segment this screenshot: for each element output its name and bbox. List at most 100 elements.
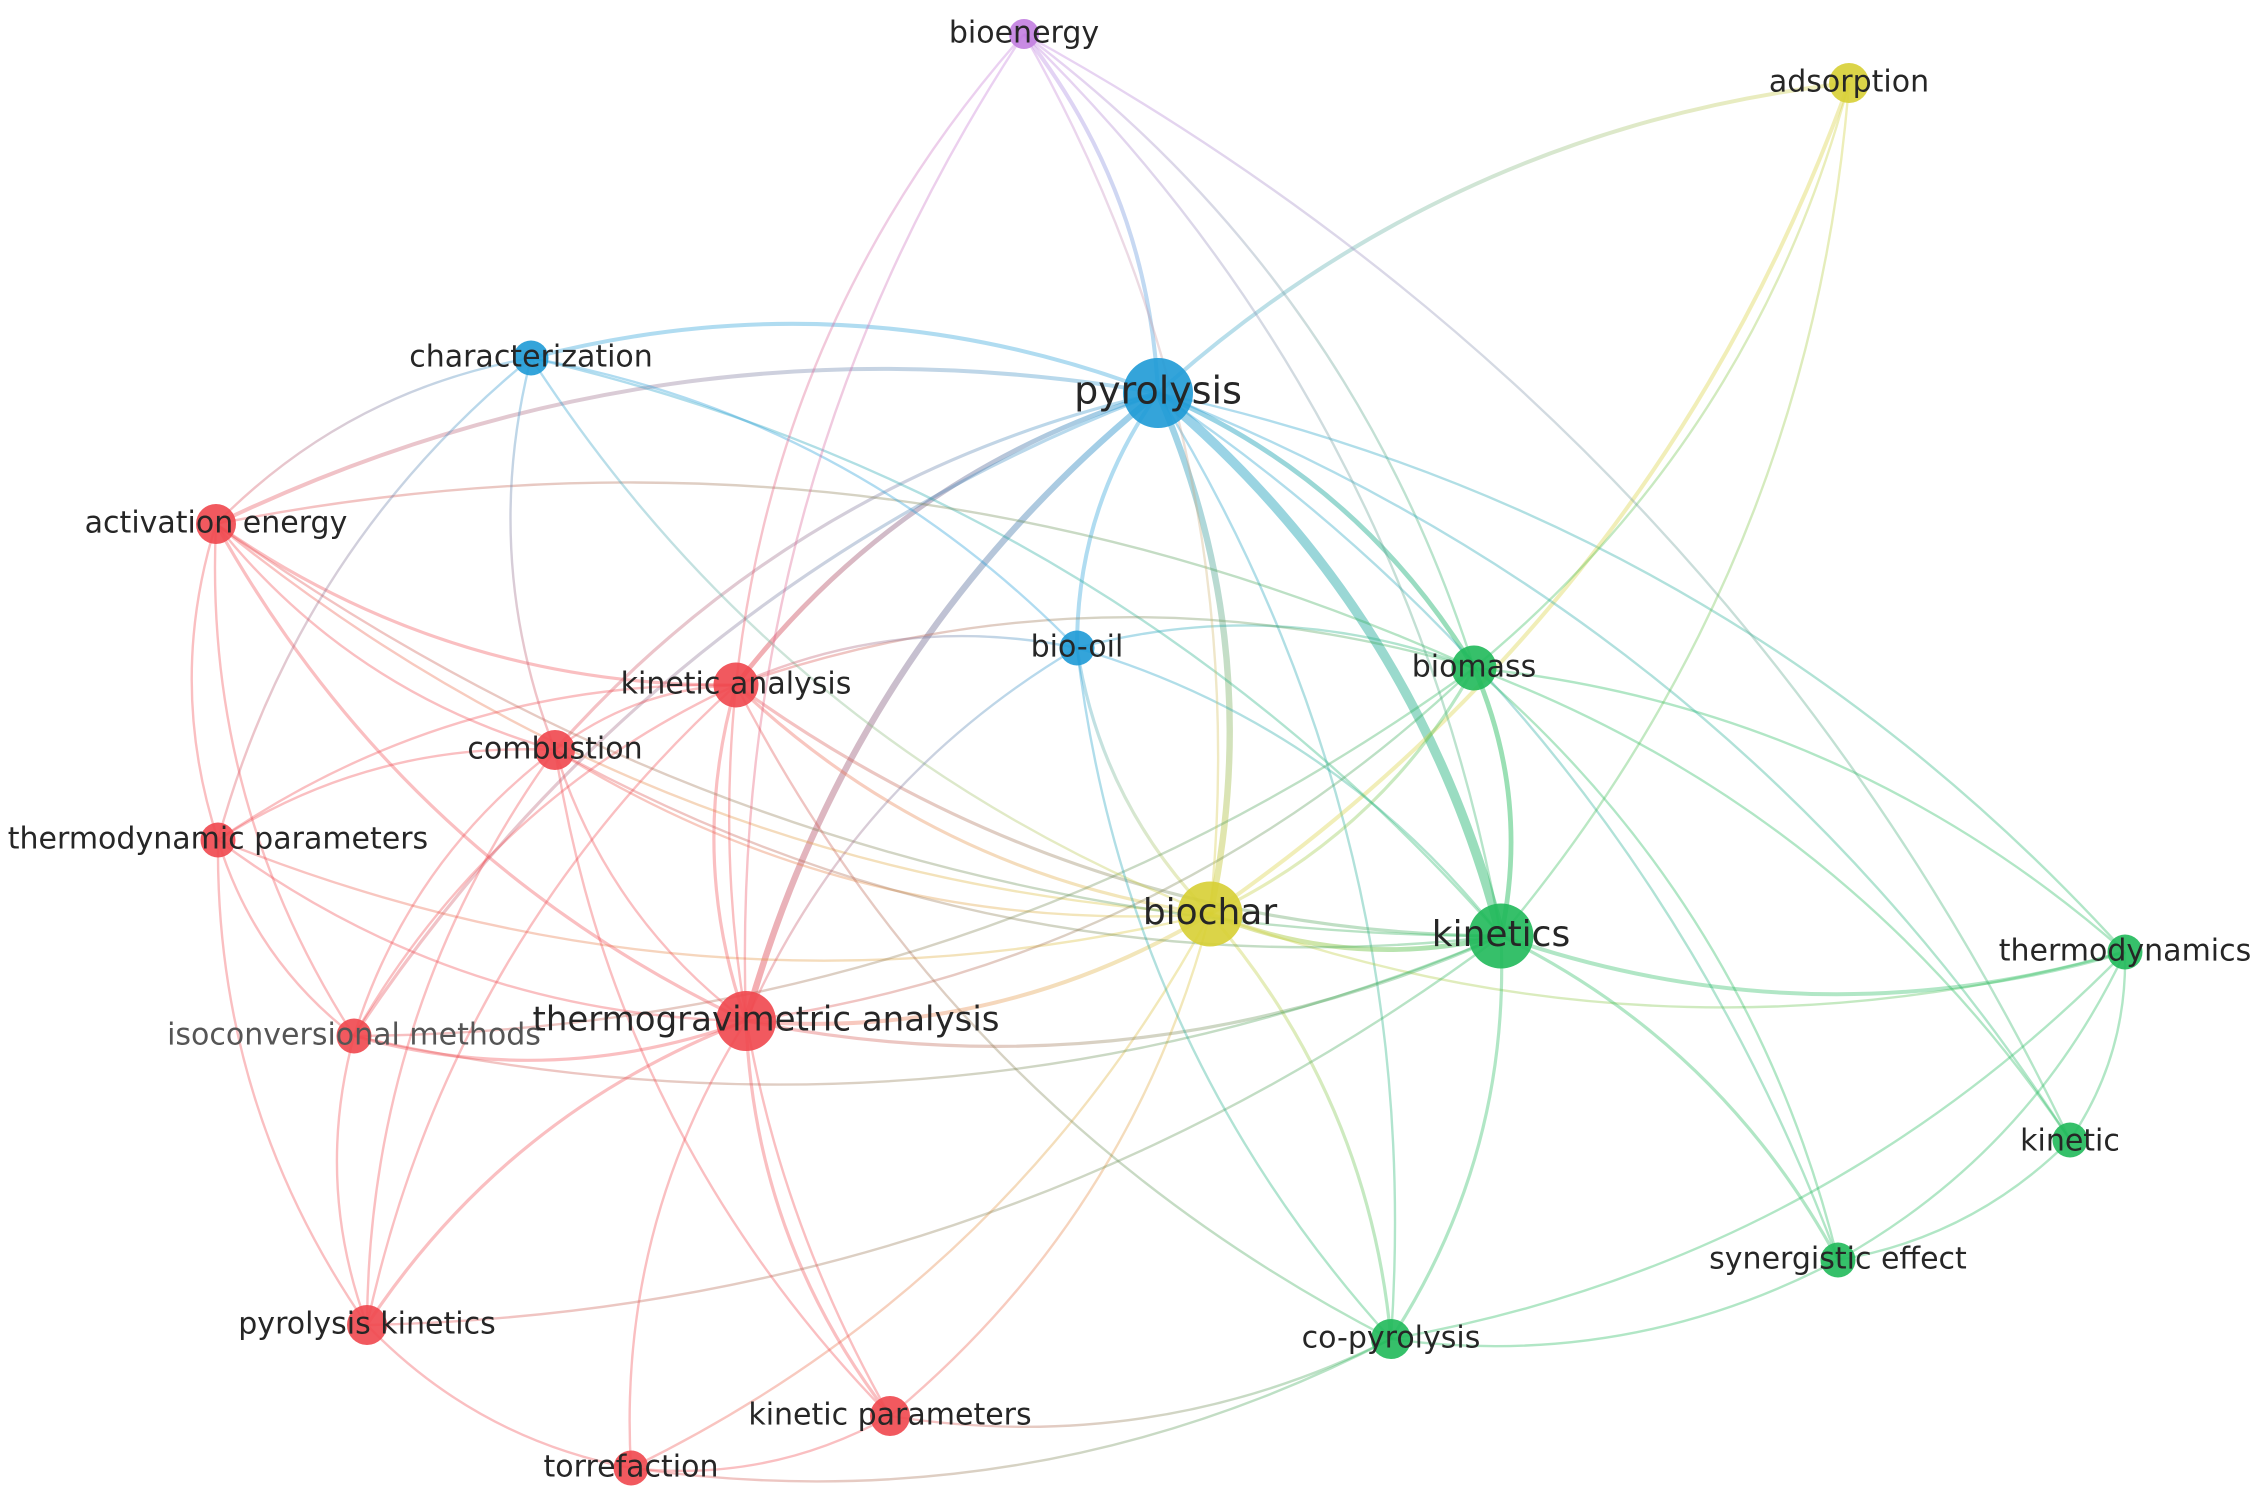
network-labels: bioenergy adsorption characterization pyrol… — [8, 16, 2251, 1485]
node-bio-oil[interactable] — [1059, 630, 1095, 666]
node-kinetic-analysis[interactable] — [713, 662, 759, 708]
link-kinetic-parameters-torrefaction — [630, 1414, 891, 1473]
link-thermogravimetric-analysis-pyrolysis-kinetics — [365, 1019, 747, 1326]
link-biochar-bio-oil — [1075, 647, 1212, 916]
label-kinetic-parameters: kinetic parameters — [748, 1398, 1031, 1433]
node-biomass[interactable] — [1451, 645, 1497, 691]
node-kinetics[interactable] — [1468, 903, 1534, 969]
link-kinetic-analysis-combustion — [554, 683, 737, 751]
link-pyrolysis-characterization — [530, 321, 1159, 395]
link-combustion-pyrolysis-kinetics — [365, 749, 556, 1326]
link-characterization-biochar — [529, 357, 1211, 916]
link-activation-energy-combustion — [215, 523, 556, 752]
link-kinetics-thermodynamics — [1500, 934, 2126, 997]
link-biochar-kinetic-analysis — [734, 683, 1211, 916]
link-thermodynamics-kinetic — [2069, 951, 2127, 1141]
node-thermogravimetric-analysis[interactable] — [716, 991, 776, 1051]
link-biomass-thermodynamics — [1473, 666, 2126, 953]
link-pyrolysis-synergistic-effect — [1157, 392, 1840, 1261]
link-biomass-thermogravimetric-analysis — [745, 667, 1475, 1023]
link-biochar-thermogravimetric-analysis — [745, 912, 1212, 1026]
link-kinetic-analysis-isoconversional-methods — [352, 683, 737, 1037]
link-kinetics-synergistic-effect — [1500, 934, 1840, 1261]
link-combustion-characterization — [509, 357, 557, 751]
label-kinetics: kinetics — [1432, 914, 1570, 955]
link-pyrolysis-bioenergy — [1022, 32, 1160, 394]
node-thermodynamic-parameters[interactable] — [200, 822, 236, 858]
label-activation-energy: activation energy — [85, 506, 348, 541]
node-kinetic[interactable] — [2052, 1122, 2088, 1158]
link-pyrolysis-bio-oil — [1074, 391, 1160, 649]
link-activation-energy-kinetics — [215, 523, 1502, 938]
link-pyrolysis-biochar — [1155, 391, 1233, 915]
link-bioenergy-biochar — [1022, 33, 1220, 915]
label-characterization: characterization — [409, 340, 653, 375]
label-bio-oil: bio-oil — [1031, 630, 1124, 665]
link-biochar-thermodynamic-parameters — [217, 838, 1211, 962]
link-kinetic-bioenergy — [1023, 32, 2072, 1141]
node-activation-energy[interactable] — [196, 504, 236, 544]
link-kinetic-pyrolysis — [1157, 391, 2072, 1141]
link-thermogravimetric-analysis-kinetic-parameters — [744, 1020, 892, 1417]
node-isoconversional-methods[interactable] — [336, 1018, 372, 1054]
node-synergistic-effect[interactable] — [1820, 1242, 1856, 1278]
link-activation-energy-isoconversional-methods — [213, 523, 356, 1037]
link-thermodynamics-synergistic-effect — [1837, 951, 2127, 1262]
link-biochar-torrefaction — [630, 913, 1212, 1470]
link-kinetics-isoconversional-methods — [353, 934, 1502, 1086]
label-bioenergy: bioenergy — [949, 16, 1099, 51]
label-synergistic-effect: synergistic effect — [1709, 1242, 1967, 1277]
node-pyrolysis-kinetics[interactable] — [347, 1305, 387, 1345]
link-bioenergy-thermogravimetric-analysis — [743, 33, 1026, 1022]
link-biomass-bioenergy — [1023, 33, 1476, 669]
link-pyrolysis-co-pyrolysis — [1156, 392, 1397, 1340]
link-isoconversional-methods-pyrolysis-kinetics — [335, 1035, 369, 1326]
node-co-pyrolysis[interactable] — [1371, 1319, 1411, 1359]
label-torrefaction: torrefaction — [544, 1450, 719, 1485]
node-thermodynamics[interactable] — [2107, 934, 2143, 970]
node-kinetic-parameters[interactable] — [870, 1396, 910, 1436]
label-co-pyrolysis: co-pyrolysis — [1302, 1321, 1481, 1356]
link-kinetic-analysis-thermodynamic-parameters — [217, 683, 737, 841]
node-adsorption[interactable] — [1829, 63, 1869, 103]
label-biochar: biochar — [1143, 892, 1278, 933]
label-pyrolysis-kinetics: pyrolysis kinetics — [238, 1307, 495, 1342]
link-activation-energy-thermodynamic-parameters — [190, 523, 220, 841]
link-combustion-thermodynamic-parameters — [217, 748, 556, 842]
node-combustion[interactable] — [535, 730, 575, 770]
link-kinetic-parameters-co-pyrolysis — [889, 1337, 1392, 1429]
label-thermodynamics: thermodynamics — [1999, 934, 2252, 969]
link-kinetics-kinetic-analysis — [735, 683, 1502, 938]
link-bio-oil-co-pyrolysis — [1075, 647, 1392, 1340]
link-co-pyrolysis-kinetic-analysis — [734, 684, 1392, 1341]
link-biomass-isoconversional-methods — [353, 667, 1475, 1038]
node-bioenergy[interactable] — [1009, 19, 1039, 49]
label-adsorption: adsorption — [1769, 65, 1929, 100]
node-torrefaction[interactable] — [613, 1450, 649, 1486]
label-isoconversional-methods: isoconversional methods — [167, 1018, 541, 1053]
link-kinetic-analysis-activation-energy — [215, 522, 737, 687]
node-characterization[interactable] — [513, 340, 549, 376]
label-combustion: combustion — [467, 732, 642, 767]
link-pyrolysis-adsorption — [1156, 81, 1850, 395]
link-biomass-kinetic-analysis — [735, 615, 1475, 687]
link-kinetics-biomass — [1471, 667, 1514, 937]
network-nodes — [196, 19, 2143, 1486]
link-biochar-co-pyrolysis — [1208, 912, 1393, 1340]
link-bio-oil-kinetic-analysis — [735, 634, 1078, 687]
link-synergistic-effect-kinetic — [1837, 1139, 2071, 1262]
node-biochar[interactable] — [1177, 881, 1243, 947]
link-thermogravimetric-analysis-activation-energy — [214, 523, 747, 1023]
link-characterization-bio-oil — [530, 356, 1078, 649]
label-biomass: biomass — [1412, 650, 1537, 685]
link-biochar-adsorption — [1208, 82, 1851, 916]
link-adsorption-kinetics — [1500, 82, 1851, 937]
link-bio-oil-thermogravimetric-analysis — [744, 646, 1078, 1022]
label-kinetic: kinetic — [2020, 1124, 2120, 1159]
link-kinetic-analysis-kinetic-parameters — [727, 684, 892, 1417]
label-kinetic-analysis: kinetic analysis — [621, 667, 852, 702]
link-biochar-activation-energy — [215, 523, 1211, 916]
node-pyrolysis[interactable] — [1123, 358, 1193, 428]
network-links — [190, 32, 2127, 1483]
